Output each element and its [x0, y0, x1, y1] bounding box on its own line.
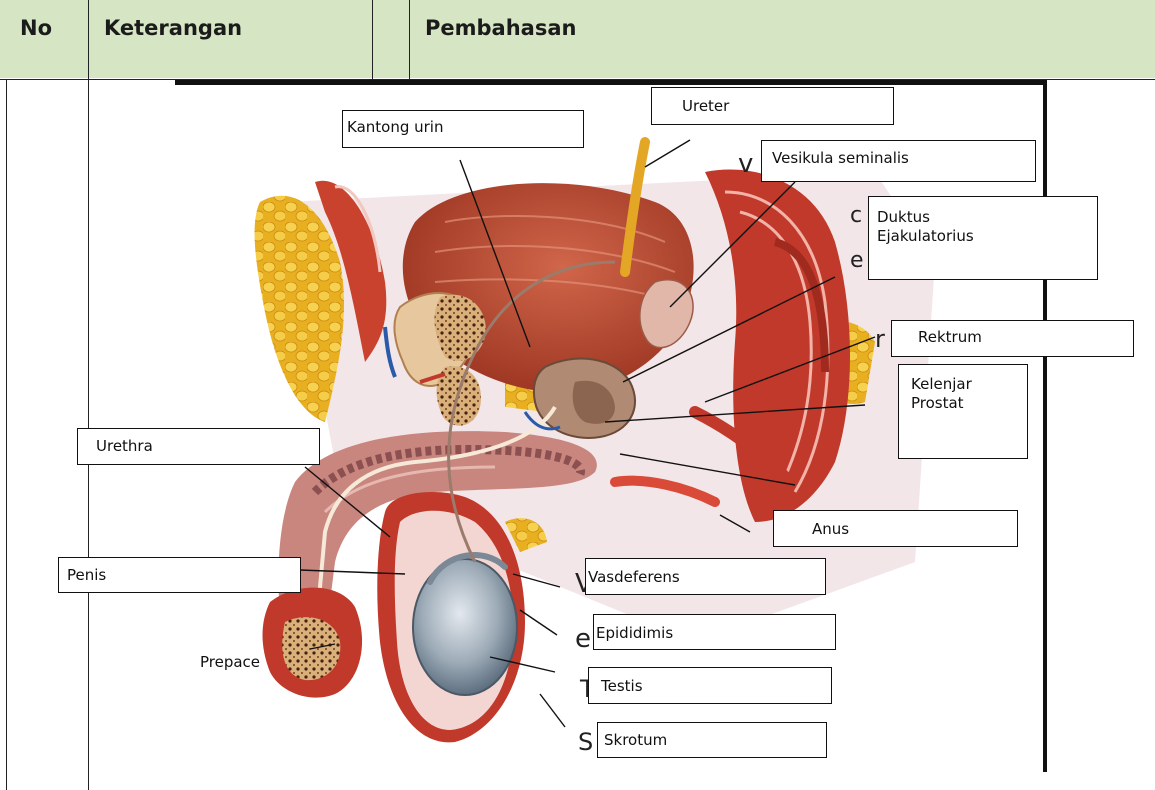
- label-rektrum: Rektrum: [891, 320, 1134, 357]
- label-penis: Penis: [58, 557, 301, 593]
- label-urethra: Urethra: [77, 428, 320, 465]
- label-ureter: Ureter: [651, 87, 894, 125]
- column-divider: [372, 0, 373, 80]
- header-keterangan: Keterangan: [104, 16, 242, 40]
- svg-text:v: v: [738, 149, 753, 179]
- label-prepace: Prepace: [200, 653, 260, 671]
- label-anus: Anus: [773, 510, 1018, 547]
- label-duktus-ejakulatorius: Duktus Ejakulatorius: [868, 196, 1098, 280]
- label-vesikula-seminalis: Vesikula seminalis: [761, 140, 1036, 182]
- label-vasdeferens: Vasdeferens: [585, 558, 826, 595]
- svg-text:c: c: [850, 203, 862, 228]
- label-testis: Testis: [588, 667, 832, 704]
- svg-text:e: e: [850, 248, 864, 273]
- figure-top-border: [175, 80, 1047, 85]
- svg-text:r: r: [875, 325, 885, 353]
- svg-text:e: e: [575, 624, 591, 654]
- label-skrotum: Skrotum: [597, 722, 827, 758]
- label-kelenjar-prostat: Kelenjar Prostat: [898, 364, 1028, 459]
- label-epididimis: Epididimis: [593, 614, 836, 650]
- header-no: No: [20, 16, 52, 40]
- column-divider: [88, 0, 89, 790]
- svg-text:S: S: [578, 728, 593, 756]
- column-divider: [409, 0, 410, 80]
- header-pembahasan: Pembahasan: [425, 16, 576, 40]
- table-left-border: [6, 80, 7, 790]
- figure-right-border: [1043, 80, 1047, 772]
- label-kantong-urin: Kantong urin: [342, 110, 584, 148]
